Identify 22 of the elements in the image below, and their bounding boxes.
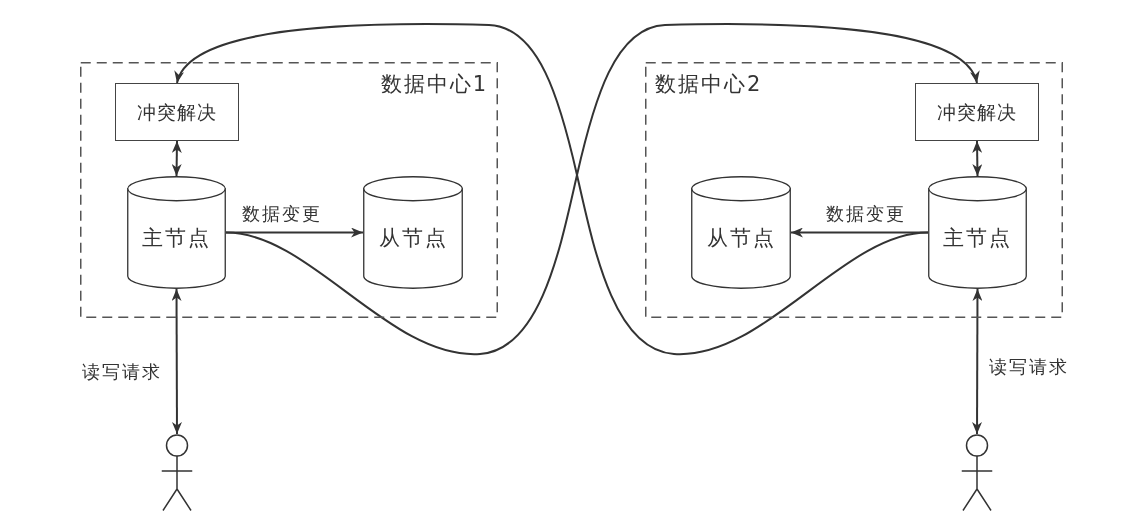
edge-label: 数据变更 <box>242 203 322 225</box>
database-cylinder: 主节点 <box>928 176 1027 289</box>
edge-label: 数据变更 <box>826 203 906 225</box>
double-arrow <box>972 288 983 435</box>
edge-label: 读写请求 <box>989 356 1069 378</box>
double-arrow <box>171 140 182 177</box>
section-title: 数据中心2 <box>655 72 763 98</box>
arrow <box>790 227 929 238</box>
dashed-box <box>645 62 1063 318</box>
database-cylinder: 从节点 <box>363 176 463 289</box>
person-icon <box>161 434 193 511</box>
double-arrow <box>171 288 182 435</box>
database-cylinder: 主节点 <box>127 176 226 289</box>
edge-label: 读写请求 <box>82 361 162 383</box>
section-title: 数据中心1 <box>380 72 488 98</box>
dashed-box <box>80 62 498 318</box>
arrow <box>225 227 364 238</box>
process-box: 冲突解决 <box>115 83 239 141</box>
process-box: 冲突解决 <box>915 83 1039 141</box>
double-arrow <box>972 140 983 177</box>
person-icon <box>961 434 993 511</box>
database-cylinder: 从节点 <box>691 176 791 289</box>
